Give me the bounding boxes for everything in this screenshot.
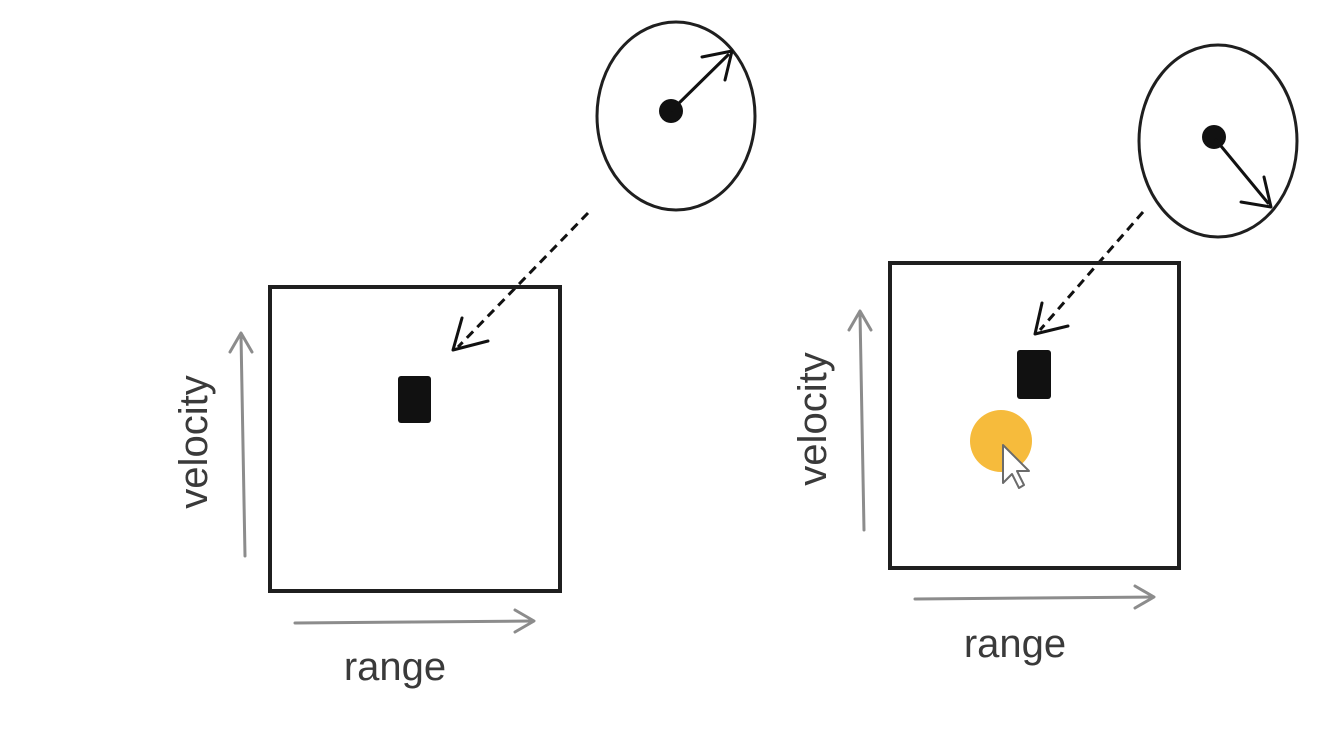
left-y-axis-label: velocity — [172, 375, 216, 508]
left-target-blip — [398, 376, 431, 423]
right-object-ring — [1137, 43, 1299, 239]
left-velocity-arrow-shaft — [670, 53, 730, 112]
left-dashed-line — [456, 211, 590, 349]
right-object — [1137, 43, 1299, 239]
right-velocity-arrow-head — [1239, 175, 1273, 209]
left-y-axis-arrow — [228, 331, 254, 558]
right-y-axis-label: velocity — [791, 352, 835, 485]
cursor-highlight — [970, 410, 1032, 472]
right-dashed-line — [1038, 211, 1145, 331]
left-mapping-arrow — [451, 211, 590, 352]
right-y-axis-arrow — [847, 309, 873, 532]
left-velocity-arrow-head — [700, 49, 734, 82]
right-x-axis-label: range — [964, 622, 1066, 666]
left-range-velocity-plot — [268, 285, 562, 593]
right-dashed-arrow-head — [1033, 301, 1070, 336]
left-diagram: velocity range — [172, 20, 757, 689]
right-target-blip — [1017, 350, 1051, 399]
right-x-axis-arrow — [913, 584, 1156, 610]
left-x-axis-label: range — [344, 645, 446, 689]
left-x-axis-arrow — [293, 608, 536, 634]
right-diagram: velocity range — [791, 43, 1299, 666]
right-velocity-arrow-shaft — [1214, 138, 1270, 205]
left-object — [595, 20, 757, 212]
right-mapping-arrow — [1033, 211, 1145, 336]
right-range-velocity-plot — [888, 261, 1181, 570]
left-dashed-arrow-head — [451, 316, 490, 352]
mouse-pointer-icon — [1002, 444, 1030, 489]
left-object-ring — [595, 20, 757, 212]
